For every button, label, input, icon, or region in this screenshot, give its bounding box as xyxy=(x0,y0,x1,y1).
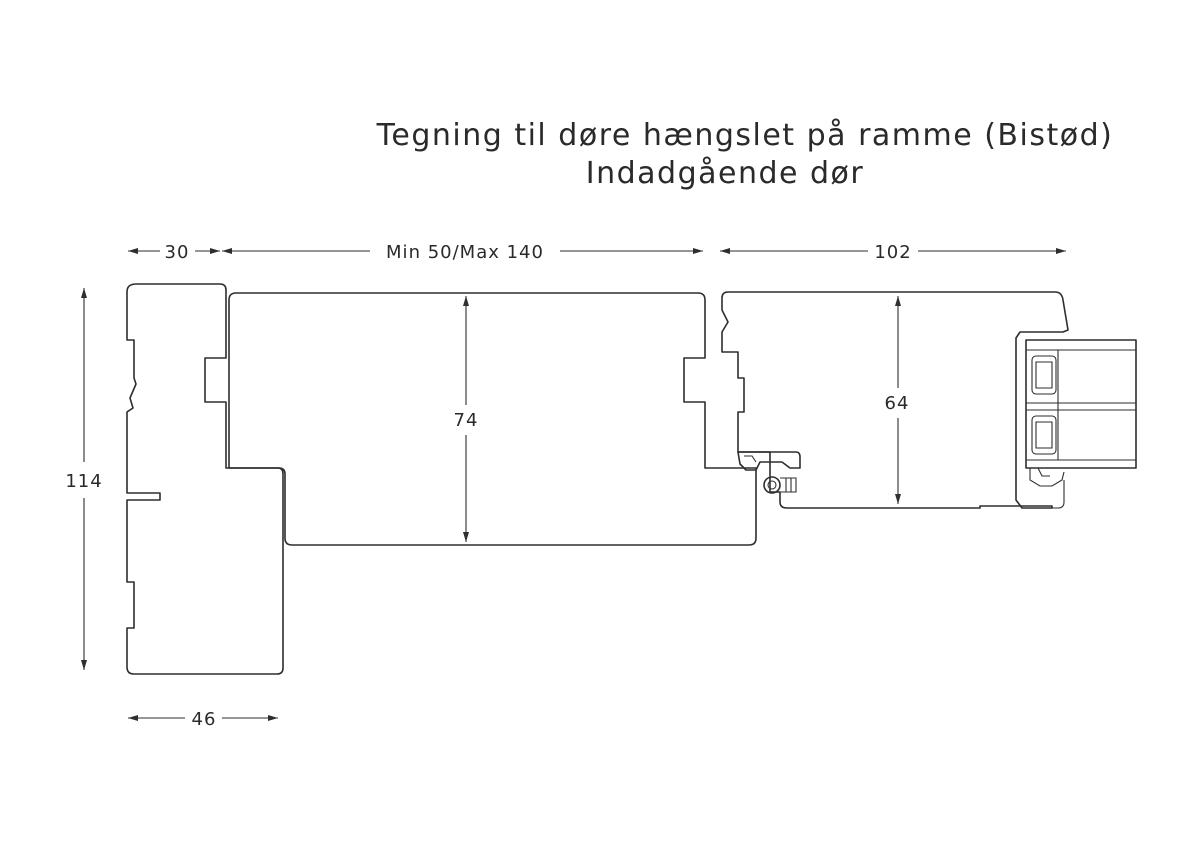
dimension-door-gap: Min 50/Max 140 xyxy=(222,242,703,263)
dimension-total-height: 114 xyxy=(65,288,102,670)
dimension-frame-width: 30 xyxy=(128,242,220,263)
frame-profile xyxy=(126,283,284,675)
sash-profile: 64 xyxy=(721,291,1069,509)
glazing-unit xyxy=(1025,339,1137,487)
dim-label-102: 102 xyxy=(874,242,911,263)
seal-gasket xyxy=(737,451,801,494)
dim-label-114: 114 xyxy=(65,471,102,492)
dim-label-46: 46 xyxy=(192,709,217,730)
door-leaf-profile: 74 xyxy=(228,292,757,546)
dimension-frame-depth: 46 xyxy=(128,709,278,730)
dim-label-74: 74 xyxy=(454,410,479,431)
dimension-sash-width: 102 xyxy=(720,242,1066,263)
dim-label-64: 64 xyxy=(885,393,910,414)
dim-label-30: 30 xyxy=(165,242,190,263)
drawing-subtitle: Indadgående dør xyxy=(586,156,865,191)
drawing-title: Tegning til døre hængslet på ramme (Bist… xyxy=(376,118,1114,153)
dim-label-gap: Min 50/Max 140 xyxy=(386,242,544,263)
